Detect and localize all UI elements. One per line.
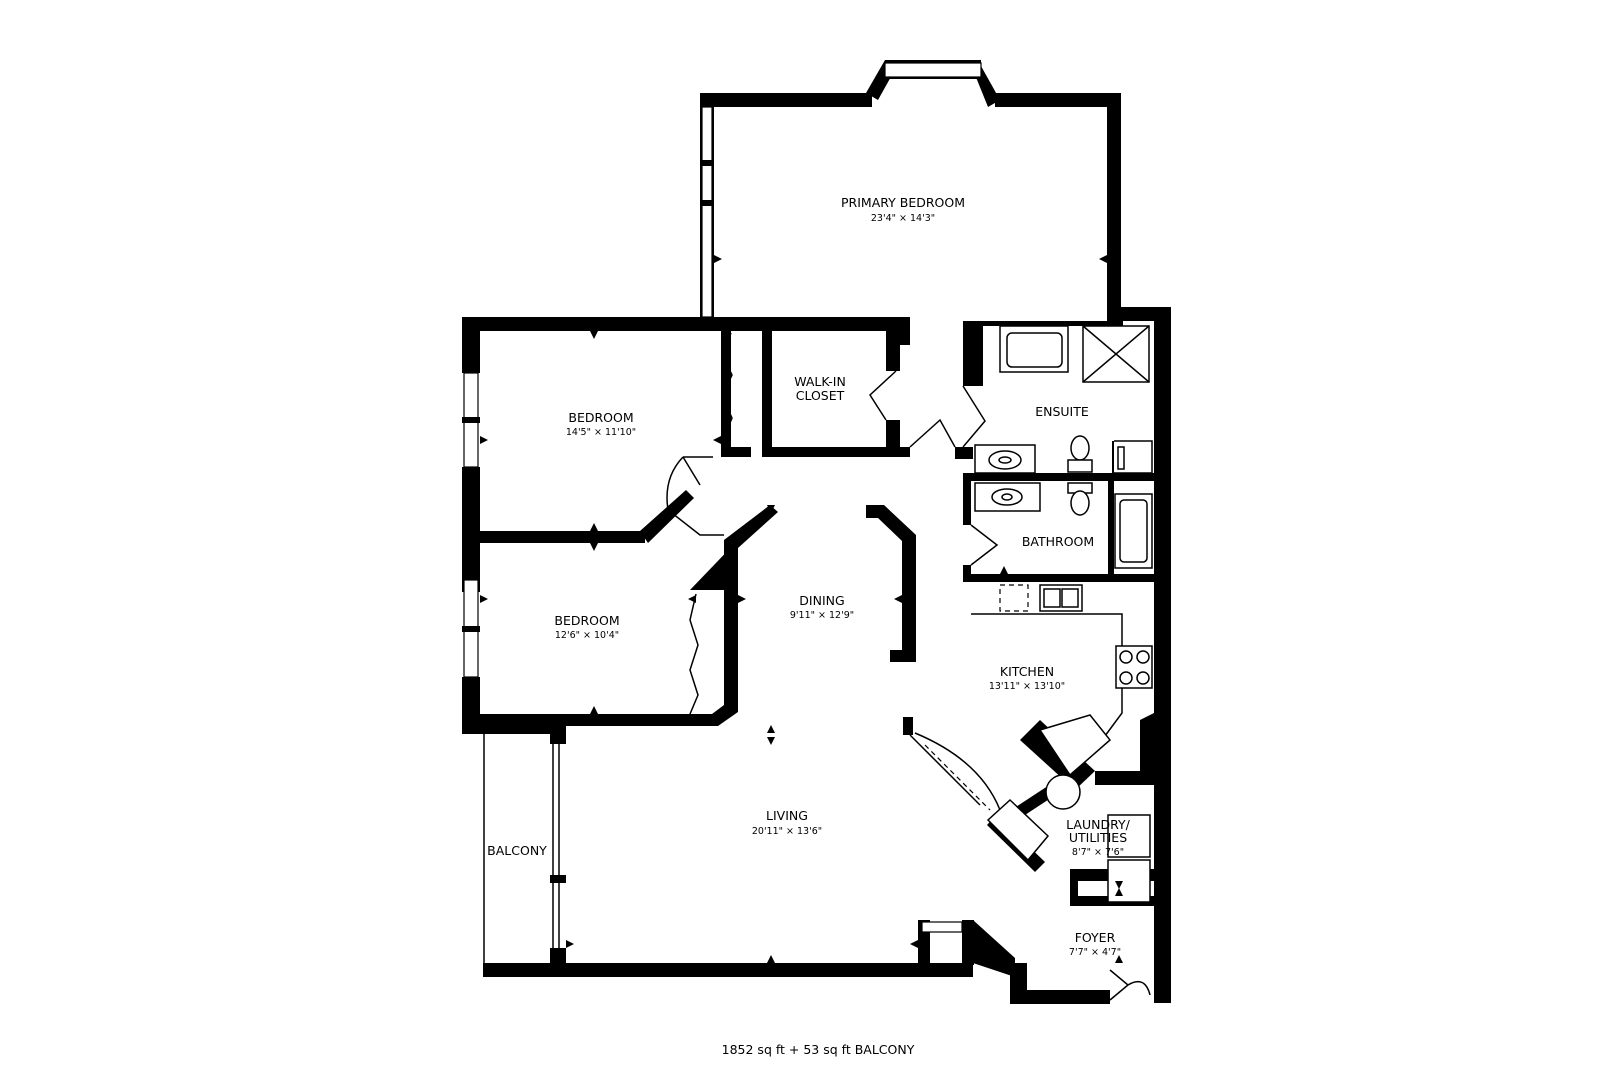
walk-in-closet-label: WALK-IN (794, 374, 846, 389)
fixtures (971, 325, 1153, 903)
bedroom-2-label: BEDROOM (554, 613, 619, 628)
walk-in-closet-label-line2: CLOSET (796, 388, 845, 403)
foyer-dimensions: 7'7" × 4'7" (1069, 947, 1121, 958)
dining-label: DINING (799, 593, 844, 608)
kitchen-label: KITCHEN (1000, 664, 1054, 679)
windows (462, 62, 982, 963)
doors (666, 332, 1151, 1001)
laundry-dimensions: 8'7" × 7'6" (1072, 847, 1124, 858)
living-dimensions: 20'11" × 13'6" (752, 826, 822, 837)
bathroom-label: BATHROOM (1022, 534, 1094, 549)
primary-bedroom-dimensions: 23'4" × 14'3" (871, 213, 935, 224)
living-label: LIVING (766, 808, 808, 823)
bedroom-1-dimensions: 14'5" × 11'10" (566, 427, 636, 438)
ensuite-label: ENSUITE (1035, 404, 1089, 419)
room-labels: PRIMARY BEDROOM 23'4" × 14'3" WALK-IN CL… (487, 195, 1130, 1057)
foyer-label: FOYER (1075, 930, 1116, 945)
kitchen-dimensions: 13'11" × 13'10" (989, 681, 1065, 692)
primary-bedroom-label: PRIMARY BEDROOM (841, 195, 965, 210)
bedroom-1-label: BEDROOM (568, 410, 633, 425)
total-area-caption: 1852 sq ft + 53 sq ft BALCONY (722, 1042, 915, 1057)
dining-dimensions: 9'11" × 12'9" (790, 610, 854, 621)
walls (462, 60, 1171, 1004)
balcony-label: BALCONY (487, 843, 547, 858)
laundry-label: LAUNDRY/ (1066, 817, 1130, 832)
dimension-markers (480, 255, 1123, 963)
bedroom-2-dimensions: 12'6" × 10'4" (555, 630, 619, 641)
laundry-label-line2: UTILITIES (1069, 830, 1127, 845)
